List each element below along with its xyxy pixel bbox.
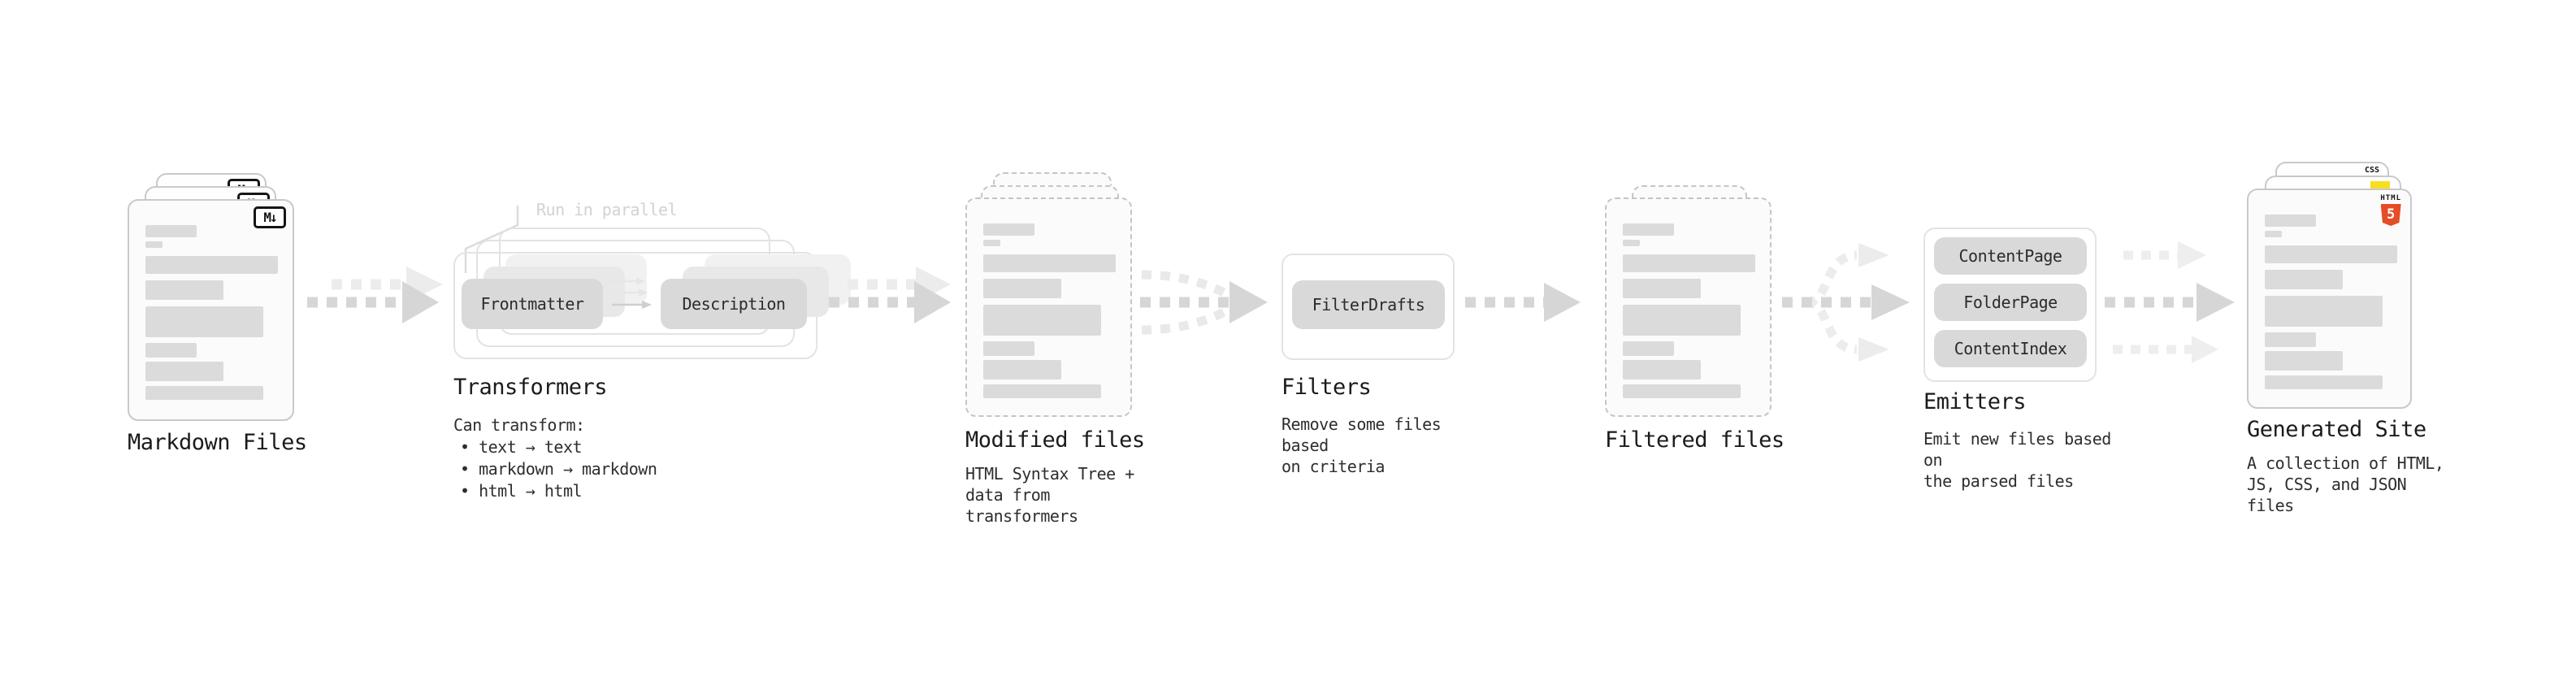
doc-placeholder-line	[983, 341, 1034, 356]
stage-modified-files: Modified files HTML Syntax Tree + data f…	[965, 172, 1160, 526]
markdown-icon: M↓	[254, 206, 286, 228]
filterdrafts-pill: FilterDrafts	[1292, 280, 1445, 329]
generated-html-file-card: HTML 5	[2247, 189, 2412, 409]
doc-placeholder-line	[2265, 296, 2383, 327]
arrow-markdown-to-transformers	[307, 267, 443, 323]
stage-markdown-files: M↓ M↓ M↓ Markdown Files	[128, 173, 323, 498]
bullet-item: • text → text	[460, 437, 583, 457]
stage-label-markdown-files: Markdown Files	[128, 430, 307, 455]
doc-placeholder-line	[2265, 351, 2343, 371]
document-placeholder-lines	[983, 223, 1116, 398]
stage-generated-site: CSS HTML 5 Generated Site A collection o…	[2247, 162, 2450, 515]
generated-site-desc: A collection of HTML, JS, CSS, and JSON …	[2247, 453, 2444, 515]
doc-placeholder-line	[145, 362, 223, 381]
document-placeholder-lines	[145, 225, 278, 400]
doc-placeholder-line	[2265, 215, 2316, 227]
doc-placeholder-line	[2265, 332, 2316, 347]
modified-file-card	[965, 197, 1132, 417]
doc-placeholder-line	[2265, 245, 2397, 263]
doc-placeholder-line	[1623, 341, 1674, 356]
arrow-transformers-to-modified	[829, 267, 951, 323]
bullet-item: • html → html	[460, 481, 583, 501]
run-in-parallel-note: Run in parallel	[536, 200, 678, 219]
doc-placeholder-line	[2265, 270, 2343, 289]
doc-placeholder-line	[1623, 240, 1640, 246]
stage-label-emitters: Emitters	[1923, 389, 2027, 414]
html5-icon-shield: 5	[2380, 204, 2401, 226]
html5-icon-numeral: 5	[2387, 206, 2396, 223]
arrow-emitters-to-generated	[2105, 241, 2235, 363]
stage-label-transformers: Transformers	[453, 375, 608, 400]
doc-placeholder-line	[1623, 384, 1741, 398]
arrow-modified-to-filters	[1140, 270, 1268, 335]
doc-placeholder-line	[145, 280, 223, 300]
doc-placeholder-line	[983, 279, 1061, 298]
markdown-file-card: M↓	[128, 199, 294, 421]
contentindex-pill: ContentIndex	[1934, 330, 2087, 367]
stage-label-generated-site: Generated Site	[2247, 417, 2426, 442]
stage-label-filters: Filters	[1281, 375, 1372, 400]
html5-icon-word: HTML	[2380, 194, 2401, 202]
emitters-desc: Emit new files based on the parsed files	[1923, 429, 2111, 491]
doc-placeholder-line	[145, 343, 197, 358]
doc-placeholder-line	[145, 256, 278, 274]
doc-placeholder-line	[1623, 360, 1701, 380]
doc-placeholder-line	[145, 241, 163, 248]
bullet-item: • markdown → markdown	[460, 459, 657, 479]
doc-placeholder-line	[145, 225, 197, 237]
doc-placeholder-line	[1623, 279, 1701, 298]
document-placeholder-lines	[1623, 223, 1755, 398]
doc-placeholder-line	[1623, 305, 1741, 336]
doc-placeholder-line	[983, 240, 1000, 246]
doc-placeholder-line	[2265, 231, 2282, 237]
modified-files-desc: HTML Syntax Tree + data from transformer…	[965, 464, 1134, 526]
transformers-bullet-list: • text → text • markdown → markdown • ht…	[460, 436, 657, 502]
description-pill: Description	[661, 279, 807, 329]
doc-placeholder-line	[1623, 223, 1674, 236]
stage-label-modified-files: Modified files	[965, 427, 1145, 453]
stage-transformers: Run in parallel Frontmatter Description …	[453, 200, 851, 541]
filtered-file-card	[1605, 197, 1772, 417]
folderpage-pill: FolderPage	[1934, 284, 2087, 321]
stage-label-filtered-files: Filtered files	[1605, 427, 1785, 453]
frontmatter-pill: Frontmatter	[462, 279, 603, 329]
doc-placeholder-line	[983, 384, 1101, 398]
doc-placeholder-line	[145, 386, 263, 400]
contentpage-pill: ContentPage	[1934, 237, 2087, 275]
filters-desc: Remove some files based on criteria	[1281, 414, 1442, 476]
document-placeholder-lines	[2265, 215, 2397, 389]
html5-icon: HTML 5	[2380, 195, 2401, 226]
arrow-filtered-to-emitters	[1782, 243, 1910, 362]
arrow-filters-to-filtered	[1465, 283, 1581, 322]
doc-placeholder-line	[983, 223, 1034, 236]
stage-filters: FilterDrafts Filters Remove some files b…	[1281, 254, 1477, 481]
stage-emitters: ContentPage FolderPage ContentIndex Emit…	[1923, 228, 2135, 491]
doc-placeholder-line	[145, 306, 263, 337]
doc-placeholder-line	[2265, 375, 2383, 389]
stage-filtered-files: Filtered files	[1605, 185, 1800, 510]
javascript-icon	[2370, 181, 2390, 190]
pill-to-pill-arrows	[607, 277, 652, 309]
doc-placeholder-line	[1623, 254, 1755, 272]
transformers-desc-title: Can transform:	[453, 415, 585, 435]
doc-placeholder-line	[983, 254, 1116, 272]
doc-placeholder-line	[983, 305, 1101, 336]
doc-placeholder-line	[983, 360, 1061, 380]
